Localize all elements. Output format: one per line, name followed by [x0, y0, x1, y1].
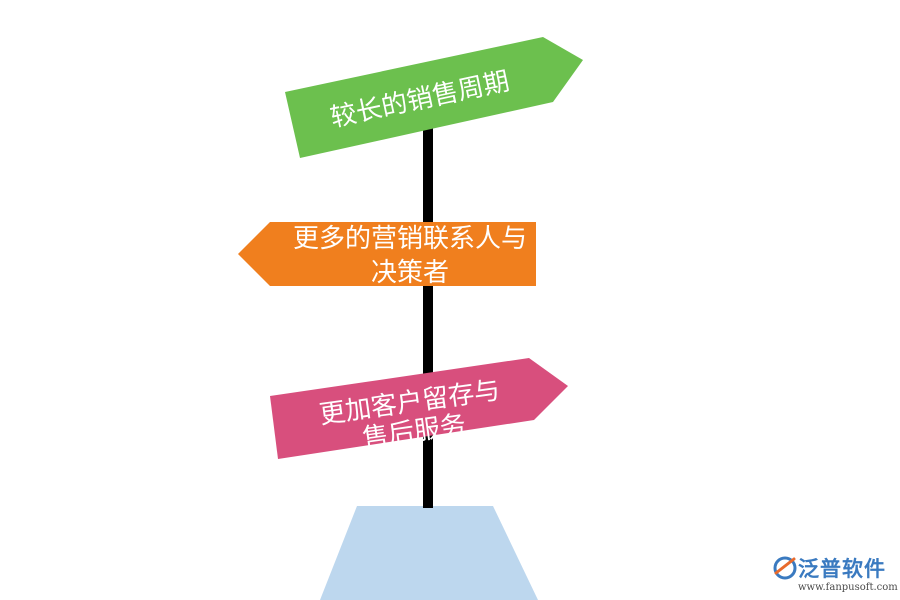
sign-marketing-contacts-line2: 决策者	[371, 258, 449, 288]
signpost-base	[320, 506, 538, 600]
sign-retention-service: 更加客户留存与 售后服务	[270, 358, 568, 459]
fanpu-logo-name: 泛普软件	[798, 557, 886, 581]
sign-marketing-contacts-line1: 更多的营销联系人与	[293, 224, 527, 254]
signpost-pole	[423, 120, 433, 508]
fanpu-logo-url: www.fanpusoft.com	[798, 582, 898, 593]
sign-retention-service-board	[270, 358, 568, 459]
sign-sales-cycle-board	[285, 37, 583, 158]
fanpu-logo-mark-icon	[773, 556, 797, 580]
sign-sales-cycle: 较长的销售周期	[285, 37, 583, 158]
sign-marketing-contacts-board	[238, 222, 536, 286]
sign-marketing-contacts: 更多的营销联系人与 决策者	[238, 222, 536, 288]
fanpu-logo: 泛普软件 www.fanpusoft.com	[772, 553, 898, 598]
